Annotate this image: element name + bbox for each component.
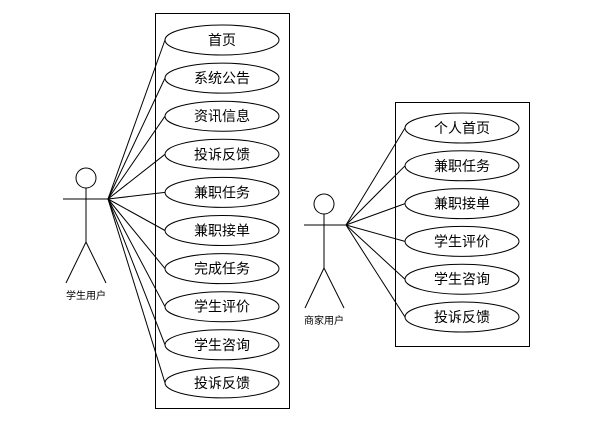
student-use-case-label: 系统公告 (194, 71, 250, 87)
student-association-line (107, 77, 166, 200)
merchant-use-case: 投诉反馈 (404, 301, 520, 333)
student-use-case-ellipse (164, 253, 280, 285)
student-actor-label: 学生用户 (66, 289, 106, 302)
merchant-actor-head (313, 193, 335, 215)
merchant-use-case: 个人首页 (404, 112, 520, 144)
merchant-use-case-ellipse (404, 112, 520, 144)
merchant-association-line (345, 127, 406, 226)
student-actor-head (75, 167, 97, 189)
merchant-use-case: 兼职任务 (404, 150, 520, 182)
student-use-case: 完成任务 (164, 253, 280, 285)
student-use-case: 学生咨询 (164, 329, 280, 361)
student-use-case-label: 投诉反馈 (194, 376, 250, 392)
student-use-case: 兼职接单 (164, 215, 280, 246)
student-use-case-ellipse (164, 329, 280, 361)
merchant-use-case-ellipse (404, 301, 520, 333)
student-use-case: 学生评价 (164, 291, 280, 323)
merchant-use-case-ellipse (404, 263, 520, 295)
student-actor: 学生用户 (63, 167, 108, 302)
student-use-case-label: 兼职任务 (194, 185, 250, 201)
student-use-case-label: 学生评价 (194, 300, 250, 316)
student-use-case-ellipse (164, 291, 280, 323)
merchant-use-case-ellipse (404, 225, 520, 257)
merchant-association-line (345, 165, 406, 226)
merchant-association-line (345, 224, 406, 280)
association-lines (107, 39, 406, 384)
merchant-use-case-label: 学生评价 (434, 234, 490, 250)
student-association-line (107, 191, 166, 200)
merchant-use-case-ellipse (404, 188, 520, 220)
student-use-case-label: 学生咨询 (194, 338, 250, 354)
student-use-case: 兼职任务 (164, 176, 280, 208)
student-use-case-ellipse (164, 100, 280, 132)
student-use-case-label: 完成任务 (194, 262, 250, 278)
student-association-line (107, 198, 166, 384)
student-use-case-ellipse (164, 215, 280, 246)
student-use-case-ellipse (164, 24, 280, 56)
merchant-association-line (345, 224, 406, 242)
student-use-case: 资讯信息 (164, 100, 280, 132)
merchant-use-case: 学生评价 (404, 225, 520, 257)
merchant-use-case: 学生咨询 (404, 263, 520, 295)
student-use-case: 首页 (164, 24, 280, 56)
merchant-actor-label: 商家用户 (304, 314, 344, 327)
student-association-line (107, 39, 166, 200)
merchant-association-line (345, 203, 406, 226)
student-system-boundary (155, 13, 290, 409)
student-use-case-ellipse (164, 62, 280, 94)
student-use-case-ellipse (164, 176, 280, 208)
merchant-use-case-ellipse (404, 150, 520, 182)
student-use-case-label: 资讯信息 (194, 108, 250, 125)
student-use-case: 投诉反馈 (164, 138, 280, 170)
student-use-case-label: 投诉反馈 (194, 147, 250, 163)
merchant-actor-left-leg (304, 267, 325, 309)
student-use-case-ellipse (164, 367, 280, 399)
student-use-case: 投诉反馈 (164, 367, 280, 399)
merchant-use-case: 兼职接单 (404, 188, 520, 220)
student-use-case-label: 首页 (208, 33, 236, 49)
merchant-use-case-label: 学生咨询 (434, 272, 490, 288)
merchant-use-case-label: 个人首页 (434, 121, 490, 137)
merchant-association-line (345, 224, 406, 318)
student-association-line (107, 198, 166, 307)
student-use-case: 系统公告 (164, 62, 280, 94)
student-association-line (107, 198, 166, 345)
merchant-use-case-label: 投诉反馈 (434, 310, 490, 326)
student-actor-left-leg (65, 241, 87, 284)
student-association-line (107, 115, 166, 200)
student-actor-right-leg (85, 241, 107, 284)
student-use-case-ellipse (164, 138, 280, 170)
student-use-case-label: 兼职接单 (194, 223, 250, 240)
merchant-system-boundary (395, 102, 530, 347)
merchant-actor-right-leg (323, 267, 345, 309)
merchant-actor: 商家用户 (304, 193, 346, 327)
merchant-use-case-label: 兼职任务 (434, 159, 490, 175)
student-association-line (107, 198, 166, 231)
student-association-line (107, 153, 166, 200)
student-association-line (107, 198, 166, 269)
merchant-use-case-label: 兼职接单 (434, 196, 490, 213)
